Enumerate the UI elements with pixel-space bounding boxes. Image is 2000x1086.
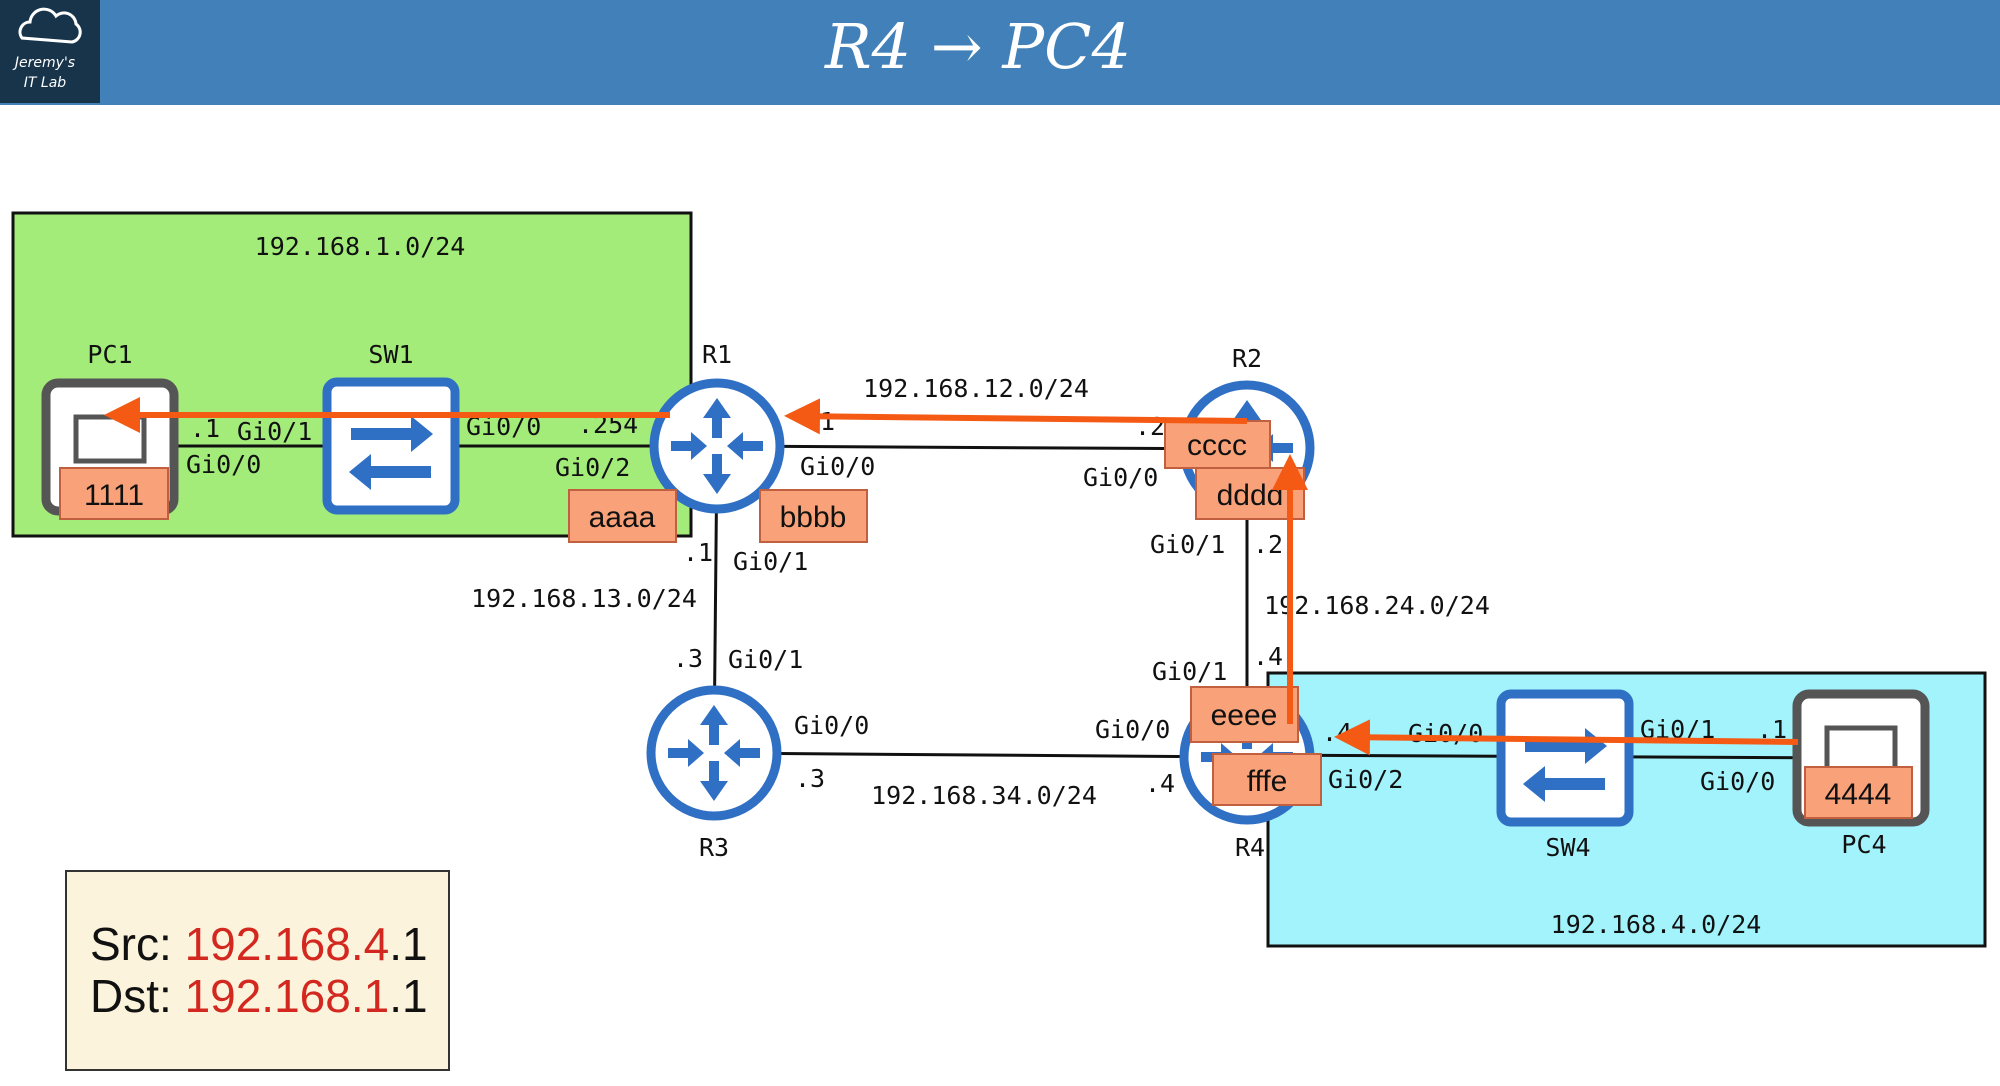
svg-text:bbbb: bbbb (780, 501, 847, 534)
svg-text:.4: .4 (1145, 769, 1175, 798)
svg-text:Gi0/0: Gi0/0 (186, 450, 261, 479)
r2-label: R2 (1232, 344, 1262, 373)
interface-labels: .1 Gi0/1 Gi0/0 Gi0/0 .254 Gi0/2 Gi0/0 .1… (186, 407, 1787, 798)
svg-text:.2: .2 (1253, 530, 1283, 559)
svg-text:Gi0/1: Gi0/1 (237, 417, 312, 446)
logo-line2: IT Lab (24, 75, 67, 91)
svg-text:.1: .1 (683, 538, 713, 567)
r3-router-icon[interactable] (651, 690, 777, 816)
lan1-network: 192.168.1.0/24 (255, 232, 466, 261)
svg-text:.3: .3 (795, 764, 825, 793)
pc1-label: PC1 (87, 340, 132, 369)
mac-tag-pc1: 1111 (59, 467, 169, 520)
r4-label: R4 (1235, 833, 1265, 862)
svg-text:Gi0/2: Gi0/2 (555, 453, 630, 482)
sw4-label: SW4 (1545, 833, 1590, 862)
r3r4-network: 192.168.34.0/24 (871, 781, 1097, 810)
mac-tag-r1-gi00: bbbb (759, 489, 868, 543)
svg-text:dddd: dddd (1217, 479, 1284, 512)
svg-text:4444: 4444 (1825, 778, 1892, 811)
svg-text:.1: .1 (190, 414, 220, 443)
mac-tag-r2-gi00: cccc (1164, 420, 1271, 469)
arrow-r2-to-r1 (784, 398, 1248, 435)
svg-text:aaaa: aaaa (589, 501, 656, 534)
arrow-pc4-to-r4 (1334, 719, 1799, 756)
sw1-label: SW1 (368, 340, 413, 369)
svg-text:Gi0/0: Gi0/0 (1408, 719, 1483, 748)
svg-text:Gi0/1: Gi0/1 (1152, 657, 1227, 686)
svg-text:Gi0/1: Gi0/1 (1150, 530, 1225, 559)
lan4-network: 192.168.4.0/24 (1551, 910, 1762, 939)
svg-text:.2: .2 (1135, 412, 1165, 441)
svg-text:.4: .4 (1322, 718, 1352, 747)
logo-line1: Jeremy's (12, 55, 75, 71)
packet-path (104, 397, 1799, 756)
r3-label: R3 (699, 833, 729, 862)
svg-text:.3: .3 (673, 644, 703, 673)
svg-text:cccc: cccc (1187, 429, 1247, 462)
cloud-circuit-icon (18, 7, 82, 44)
mac-tag-r4-gi01: eeee (1190, 686, 1299, 743)
sw1-icon[interactable] (327, 382, 455, 510)
svg-text:Gi0/1: Gi0/1 (733, 547, 808, 576)
sw4-icon[interactable] (1501, 694, 1629, 822)
r1-label: R1 (702, 340, 732, 369)
svg-text:1111: 1111 (84, 479, 144, 512)
svg-text:.1: .1 (805, 407, 835, 436)
dst-line: Dst: 192.168.1.1 (90, 970, 428, 1022)
svg-text:Gi0/0: Gi0/0 (800, 452, 875, 481)
header-bar (0, 0, 2000, 105)
src-dst-box: Src: 192.168.4.1 Dst: 192.168.1.1 (65, 870, 450, 1071)
svg-text:.4: .4 (1253, 642, 1283, 671)
pc4-label: PC4 (1841, 830, 1886, 859)
r1r3-network: 192.168.13.0/24 (471, 584, 697, 613)
slide-title: R4 → PC4 (824, 10, 1131, 83)
svg-text:fffe: fffe (1247, 765, 1288, 798)
svg-text:Gi0/0: Gi0/0 (1700, 767, 1775, 796)
mac-tag-r4-gi02: fffe (1212, 753, 1322, 806)
logo: Jeremy's IT Lab (0, 0, 100, 103)
r1r2-network: 192.168.12.0/24 (863, 374, 1089, 403)
svg-text:Gi0/0: Gi0/0 (794, 711, 869, 740)
svg-text:Gi0/2: Gi0/2 (1328, 765, 1403, 794)
svg-text:Gi0/1: Gi0/1 (728, 645, 803, 674)
svg-text:Gi0/0: Gi0/0 (1083, 463, 1158, 492)
mac-tag-pc4: 4444 (1804, 766, 1913, 819)
mac-tag-r1-gi02: aaaa (568, 489, 677, 543)
svg-text:Gi0/0: Gi0/0 (1095, 715, 1170, 744)
r2r4-network: 192.168.24.0/24 (1264, 591, 1490, 620)
src-line: Src: 192.168.4.1 (90, 918, 428, 970)
svg-text:eeee: eeee (1211, 699, 1278, 732)
